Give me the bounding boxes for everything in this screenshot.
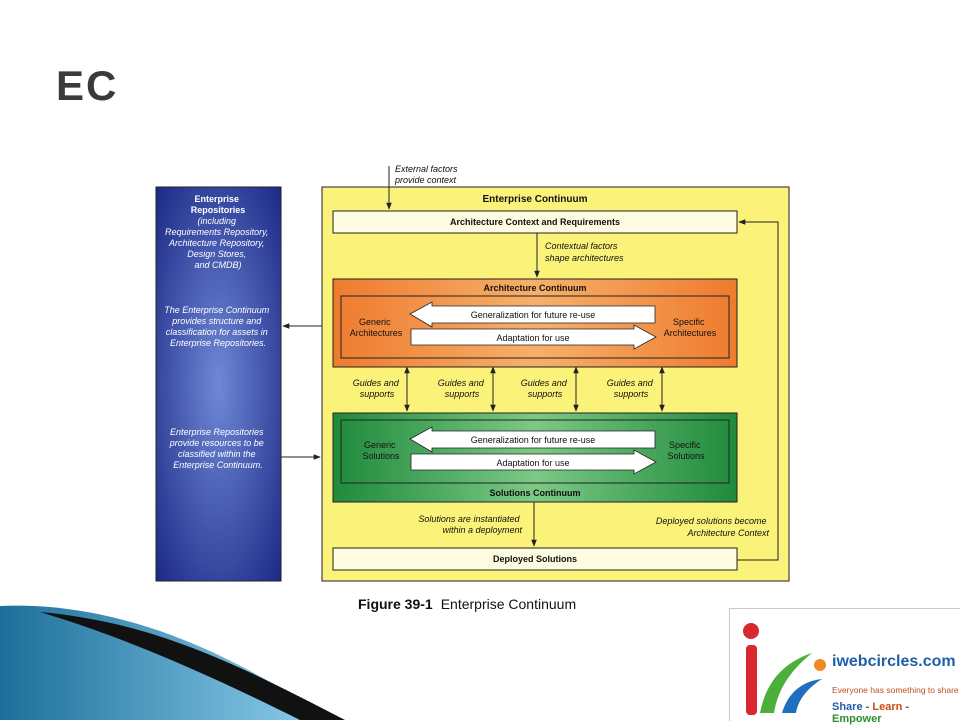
architecture-context-box bbox=[332, 210, 738, 234]
guides-label-1: Guides and supports bbox=[353, 378, 402, 399]
logo-slogan: Share - Learn - Empower bbox=[832, 701, 910, 725]
logo-orange-dot bbox=[814, 659, 826, 671]
logo-slogan-learn: Learn bbox=[872, 701, 903, 713]
arch-generalization-arrow bbox=[409, 301, 656, 328]
deployed-solutions-box bbox=[332, 547, 738, 571]
generic-architectures-label: Generic Architectures bbox=[350, 317, 403, 338]
slide-title: EC bbox=[56, 62, 119, 109]
repositories-heading: Enterprise Repositories bbox=[191, 194, 246, 215]
logo-blue-swoosh bbox=[782, 679, 822, 713]
logo-red-dot bbox=[743, 623, 759, 639]
sol-generalization-arrow bbox=[409, 426, 656, 453]
repositories-note-structure: The Enterprise Continuum provides struct… bbox=[164, 305, 272, 348]
architecture-inner-box bbox=[340, 295, 730, 359]
generic-solutions-label: Generic Solutions bbox=[362, 440, 400, 461]
external-factors-note: External factors provide context bbox=[394, 164, 460, 185]
figure-caption: Figure 39-1 Enterprise Continuum bbox=[358, 596, 576, 612]
logo-slogan-empower: Empower bbox=[832, 713, 882, 725]
solutions-inner-box bbox=[340, 419, 730, 484]
guides-label-3: Guides and supports bbox=[521, 378, 570, 399]
logo-name: iwebcircles.com bbox=[832, 653, 956, 670]
arch-adaptation-arrow bbox=[410, 324, 657, 350]
sol-generalization-label: Generalization for future re-use bbox=[471, 435, 596, 445]
instantiated-note: Solutions are instantiated within a depl… bbox=[418, 514, 522, 535]
architecture-continuum-title: Architecture Continuum bbox=[483, 283, 586, 293]
logo-green-swoosh bbox=[760, 653, 812, 713]
solutions-continuum-title: Solutions Continuum bbox=[490, 488, 581, 498]
contextual-factors-note: Contextual factors shape architectures bbox=[545, 241, 624, 263]
enterprise-continuum-box bbox=[321, 186, 790, 582]
repositories-note-resources: Enterprise Repositories provide resource… bbox=[169, 427, 267, 470]
specific-solutions-label: Specific Solutions bbox=[667, 440, 705, 461]
specific-architectures-label: Specific Architectures bbox=[664, 317, 717, 338]
feedback-loop-arrow bbox=[737, 219, 779, 561]
arch-adaptation-label: Adaptation for use bbox=[496, 333, 569, 343]
architecture-context-label: Architecture Context and Requirements bbox=[450, 217, 620, 227]
logo-tagline: Everyone has something to share bbox=[832, 685, 959, 695]
enterprise-continuum-title: Enterprise Continuum bbox=[482, 194, 587, 205]
guides-label-4: Guides and supports bbox=[607, 378, 656, 399]
logo-red-bar bbox=[746, 645, 757, 715]
repositories-panel bbox=[155, 186, 282, 582]
arch-generalization-label: Generalization for future re-use bbox=[471, 310, 596, 320]
guides-label-2: Guides and supports bbox=[438, 378, 487, 399]
deployed-solutions-label: Deployed Solutions bbox=[493, 554, 577, 564]
corner-stroke bbox=[40, 612, 345, 720]
sol-adaptation-label: Adaptation for use bbox=[496, 458, 569, 468]
brand-logo: iwebcircles.com Everyone has something t… bbox=[729, 608, 960, 725]
sol-adaptation-arrow bbox=[410, 449, 657, 475]
logo-emblem-icon bbox=[743, 623, 826, 715]
repositories-list: (including Requirements Repository, Arch… bbox=[165, 216, 271, 270]
figure-number: Figure 39-1 bbox=[358, 596, 433, 612]
deployed-note: Deployed solutions become Architecture C… bbox=[656, 516, 770, 538]
logo-slogan-share: Share bbox=[832, 701, 863, 713]
figure-title: Enterprise Continuum bbox=[440, 596, 577, 612]
